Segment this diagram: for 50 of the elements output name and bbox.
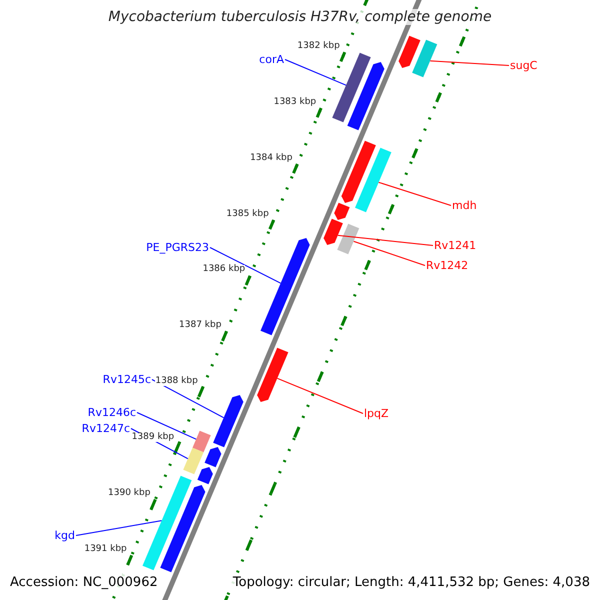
leader-line	[136, 412, 197, 440]
gene-bar	[257, 348, 288, 402]
tick-label: 1391 kbp	[84, 544, 127, 554]
gene-label: Rv1247c	[82, 423, 130, 434]
leader-line	[430, 60, 510, 66]
gene-bar	[160, 485, 206, 572]
leader-line	[284, 59, 346, 86]
gene-bar	[334, 202, 350, 220]
tick-label: 1385 kbp	[226, 210, 269, 219]
gene-bar	[347, 62, 384, 130]
tick-label: 1386 kbp	[202, 265, 246, 274]
leader-line	[276, 378, 364, 414]
gene-bar	[192, 430, 211, 452]
tick-label: 1388 kbp	[155, 377, 198, 386]
leader-line	[353, 240, 426, 266]
leader-line	[378, 182, 452, 206]
gene-bar	[324, 218, 343, 245]
tick-label: 1384 kbp	[250, 154, 292, 163]
gene-label: mdh	[452, 200, 477, 211]
gene-label: lpqZ	[364, 408, 389, 419]
gene-label: Rv1245c	[102, 374, 151, 385]
gene-bar	[204, 447, 222, 468]
tick-label: 1383 kbp	[274, 98, 316, 107]
gene-bar	[337, 224, 360, 254]
gene-label: corA	[259, 54, 284, 65]
gene-bar	[183, 448, 204, 474]
title: Mycobacterium tuberculosis H37Rv, complete genome	[107, 10, 493, 24]
gene-bar	[398, 36, 420, 68]
gene-bar	[213, 395, 244, 448]
gene-bar	[341, 140, 376, 203]
leader-line	[76, 520, 162, 536]
tick-label: 1390 kbp	[108, 489, 150, 498]
gene-label: kgd	[54, 530, 75, 541]
gene-label: Rv1241	[434, 240, 476, 251]
tick-label: 1389 kbp	[132, 433, 174, 442]
gene-bar	[412, 40, 438, 78]
gene-bar	[355, 148, 392, 212]
gene-bar	[260, 238, 310, 336]
leader-line	[210, 247, 282, 284]
leader-line	[337, 234, 434, 246]
gene-label: Rv1242	[426, 260, 468, 271]
tick-label: 1382 kbp	[297, 42, 340, 51]
gene-label: PE_PGRS23	[146, 242, 209, 253]
gene-bar	[332, 52, 371, 122]
gene-bar	[197, 467, 213, 484]
gene-label: sugC	[510, 60, 538, 71]
footer-text: Topology: circular; Length: 4,411,532 bp; Genes: 4,038	[230, 574, 592, 591]
tick-label: 1387 kbp	[179, 321, 222, 330]
gene-label: Rv1246c	[88, 407, 136, 418]
leader-line	[152, 379, 224, 418]
